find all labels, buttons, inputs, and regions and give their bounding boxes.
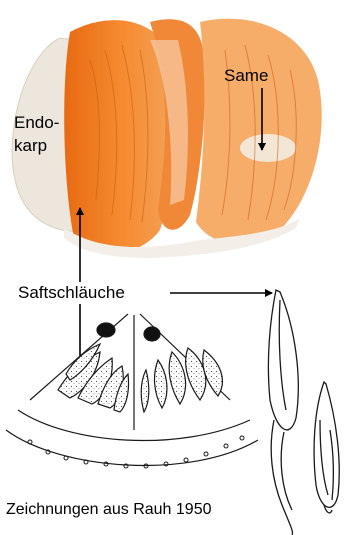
left-vesicle-group bbox=[58, 344, 129, 412]
juice-sac-small bbox=[314, 382, 339, 513]
label-saftschlaeuche: Saftschläuche bbox=[18, 283, 125, 303]
juice-sac-large bbox=[268, 290, 298, 535]
seed-left bbox=[97, 323, 115, 337]
credit-caption: Zeichnungen aus Rauh 1950 bbox=[6, 500, 212, 520]
seed-shape bbox=[240, 134, 296, 162]
right-vesicle-group bbox=[141, 348, 222, 412]
mandarin-photo bbox=[12, 19, 322, 258]
segment-right bbox=[196, 19, 322, 244]
cross-section-drawing bbox=[6, 314, 258, 468]
seed-right bbox=[144, 327, 160, 341]
label-endokarp-line2: karp bbox=[14, 136, 47, 156]
label-same: Same bbox=[224, 66, 268, 86]
label-endokarp-line1: Endo- bbox=[14, 113, 59, 133]
